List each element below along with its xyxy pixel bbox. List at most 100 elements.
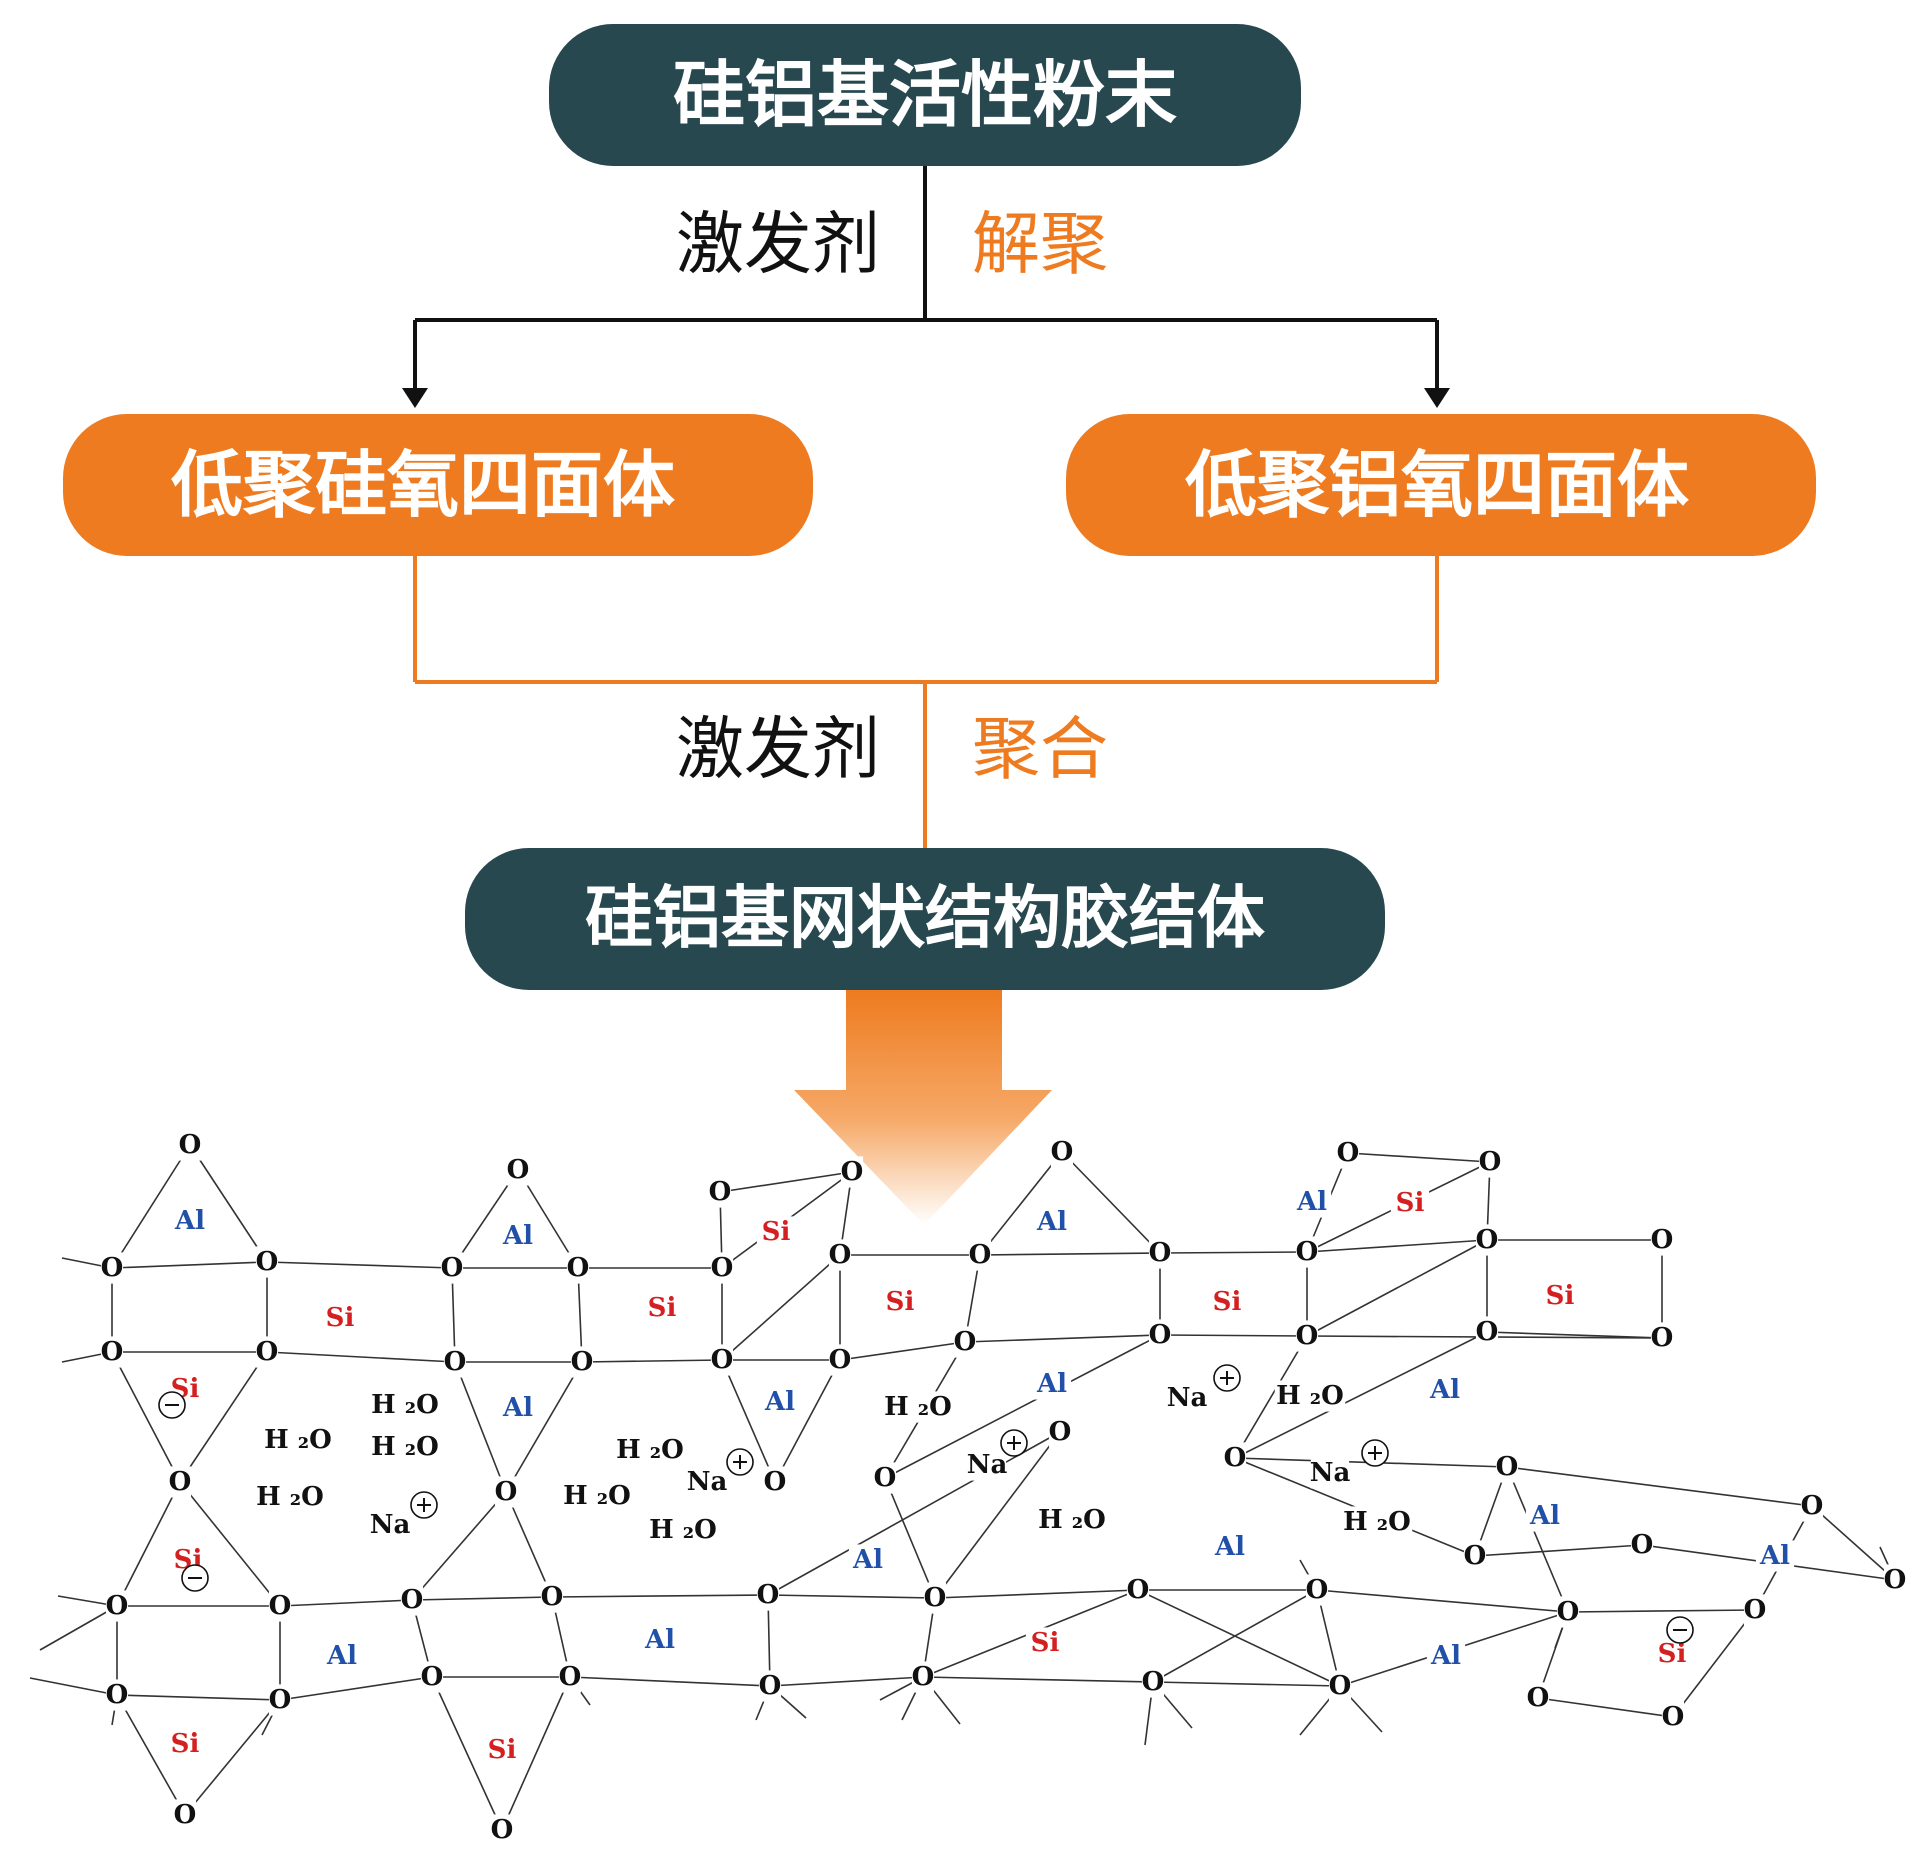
silicon-atom: Si — [1213, 1287, 1242, 1317]
aluminum-atom: Al — [1529, 1501, 1560, 1531]
oxygen-atom-backdrop — [1883, 1564, 1907, 1596]
oxygen-atom-backdrop — [1148, 1237, 1172, 1269]
sodium-ion: Na — [1310, 1458, 1351, 1488]
aluminum-atom-backdrop — [848, 1544, 888, 1576]
bond — [411, 1596, 553, 1601]
silicon-atom-backdrop — [165, 1728, 205, 1760]
oxygen-atom-backdrop — [1556, 1596, 1580, 1628]
node-bottom-label: 硅铝基网状结构胶结体 — [585, 880, 1265, 959]
oxygen-atom-backdrop — [490, 1814, 514, 1846]
oxygen-atom: O — [1476, 1317, 1499, 1347]
silicon-atom-backdrop — [1390, 1187, 1430, 1219]
oxygen-atom: O — [256, 1247, 279, 1277]
oxygen-atom: O — [969, 1240, 992, 1270]
node-left-label: 低聚硅氧四面体 — [171, 443, 675, 527]
bond — [979, 1252, 1161, 1256]
aluminum-atom: Al — [644, 1625, 675, 1655]
node-bottom: 硅铝基网状结构胶结体 — [465, 848, 1385, 990]
oxygen-atom-backdrop — [873, 1462, 897, 1494]
aluminum-atom-backdrop — [498, 1220, 538, 1252]
sodium-ion: Na — [370, 1510, 411, 1540]
oxygen-atom: O — [1662, 1702, 1685, 1732]
water-molecule: H ₂O — [371, 1432, 439, 1462]
bond — [1306, 1239, 1488, 1337]
aluminum-atom-backdrop — [498, 1392, 538, 1424]
bond — [964, 1334, 1161, 1343]
oxygen-atom-backdrop — [540, 1581, 564, 1613]
water-molecule: H ₂O — [649, 1515, 717, 1545]
bond — [934, 1431, 1061, 1599]
silicon-atom: Si — [1658, 1639, 1687, 1669]
oxygen-atom: O — [441, 1253, 464, 1283]
oxygen-atom-backdrop — [494, 1476, 518, 1508]
oxygen-atom-backdrop — [1305, 1574, 1329, 1606]
silicon-atom-backdrop — [482, 1734, 522, 1766]
aluminum-atom-backdrop — [760, 1386, 800, 1418]
arrowhead-right — [1424, 388, 1450, 408]
oxygen-atom: O — [1306, 1575, 1329, 1605]
bond — [1567, 1609, 1756, 1613]
oxygen-atom-backdrop — [756, 1579, 780, 1611]
oxygen-atom: O — [1051, 1137, 1074, 1167]
oxygen-atom: O — [1296, 1237, 1319, 1267]
oxygen-atom-backdrop — [1478, 1146, 1502, 1178]
oxygen-atom-backdrop — [268, 1684, 292, 1716]
oxygen-atom: O — [1329, 1671, 1352, 1701]
oxygen-atom: O — [1744, 1595, 1767, 1625]
oxygen-atom-backdrop — [1661, 1701, 1685, 1733]
oxygen-atom-backdrop — [840, 1156, 864, 1188]
water-molecule-backdrop — [1036, 1504, 1108, 1536]
oxygen-atom: O — [1464, 1541, 1487, 1571]
oxygen-atom-backdrop — [255, 1336, 279, 1368]
bond — [774, 1359, 841, 1483]
silicon-atom-backdrop — [1540, 1280, 1580, 1312]
oxygen-atom: O — [421, 1662, 444, 1692]
water-molecule: H ₂O — [616, 1435, 684, 1465]
edge1-process-label: 解聚 — [972, 206, 1108, 285]
bond — [1234, 1331, 1488, 1459]
oxygen-atom-backdrop — [1295, 1236, 1319, 1268]
oxygen-atom-backdrop — [443, 1346, 467, 1378]
bond — [116, 1694, 281, 1701]
bond — [839, 1341, 966, 1361]
aluminum-atom: Al — [1759, 1541, 1790, 1571]
oxygen-atom: O — [1496, 1452, 1519, 1482]
connector-top-split — [402, 166, 1450, 408]
bond — [266, 1261, 453, 1269]
oxygen-atom: O — [1476, 1225, 1499, 1255]
sodium-ion-backdrop — [370, 1509, 410, 1541]
oxygen-atom-backdrop — [968, 1239, 992, 1271]
oxygen-atom: O — [829, 1345, 852, 1375]
bond — [1316, 1589, 1569, 1613]
bond — [979, 1151, 1063, 1256]
oxygen-atom-backdrop — [708, 1176, 732, 1208]
bond — [179, 1481, 281, 1607]
oxygen-atom-backdrop — [1126, 1574, 1150, 1606]
bond — [1506, 1466, 1813, 1507]
silicon-atom: Si — [762, 1217, 791, 1247]
oxygen-atom-backdrop — [558, 1661, 582, 1693]
oxygen-atom-backdrop — [1463, 1540, 1487, 1572]
bond — [884, 1334, 1161, 1479]
dangling-bond — [39, 1605, 118, 1651]
silicon-atom: Si — [326, 1303, 355, 1333]
bond — [1306, 1239, 1488, 1253]
water-molecule: H ₂O — [264, 1425, 332, 1455]
water-molecule: H ₂O — [563, 1481, 631, 1511]
oxygen-atom: O — [912, 1662, 935, 1692]
bond — [411, 1491, 507, 1601]
oxygen-atom-backdrop — [1495, 1451, 1519, 1483]
aluminum-atom: Al — [1036, 1207, 1067, 1237]
oxygen-atom: O — [874, 1463, 897, 1493]
oxygen-atom: O — [401, 1585, 424, 1615]
oxygen-atom: O — [1049, 1417, 1072, 1447]
oxygen-atom-backdrop — [828, 1239, 852, 1271]
silicon-atom-backdrop — [756, 1216, 796, 1248]
bond — [1347, 1152, 1491, 1163]
connector-merge — [413, 556, 1439, 848]
node-right-label: 低聚铝氧四面体 — [1185, 443, 1689, 527]
sodium-ion-backdrop — [1167, 1382, 1207, 1414]
oxygen-atom: O — [1557, 1597, 1580, 1627]
water-molecule: H ₂O — [1038, 1505, 1106, 1535]
sodium-ion-backdrop — [687, 1466, 727, 1498]
